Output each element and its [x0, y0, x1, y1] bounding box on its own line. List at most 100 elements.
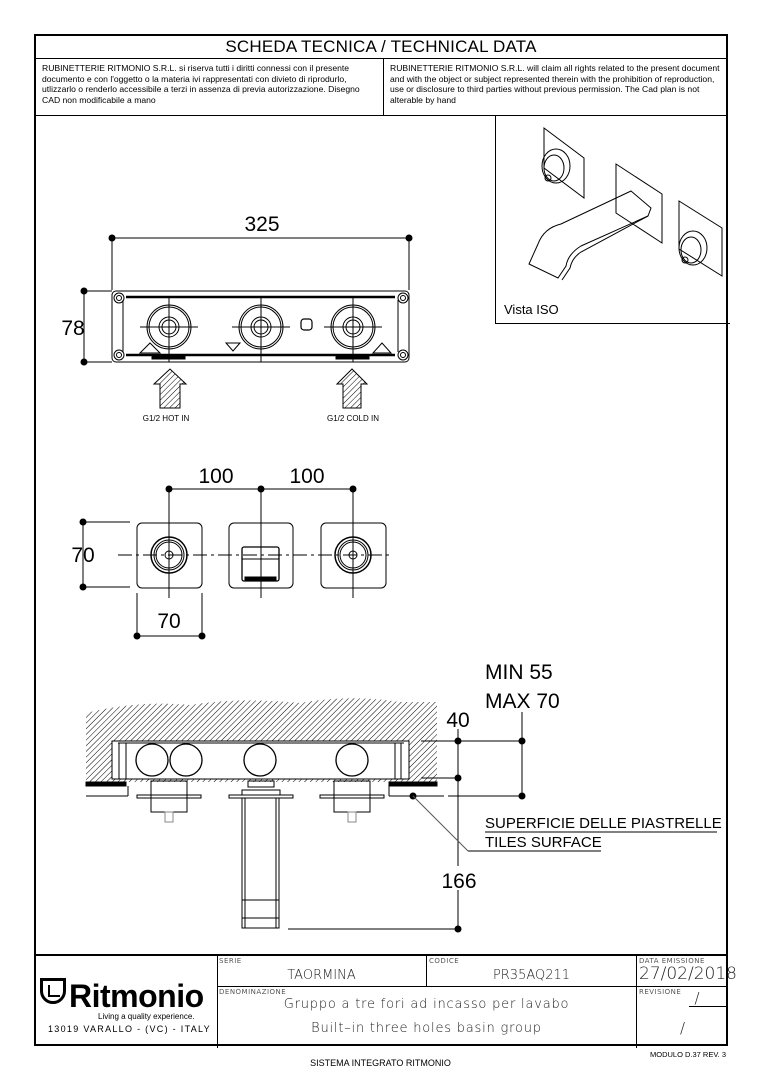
revisione-cell: REVISIONE / / — [637, 987, 728, 1048]
iso-spout-plate — [615, 163, 663, 244]
dimension-dot — [108, 234, 116, 242]
width-dimension-label: 325 — [244, 213, 279, 236]
section-valve-port — [135, 743, 169, 777]
screw-hole-inner — [116, 295, 122, 301]
dimension-dot — [518, 737, 526, 745]
spacing-left-label: 100 — [198, 465, 233, 488]
screw-hole-icon — [113, 349, 125, 361]
section-spout — [241, 797, 280, 929]
serie-cell: SERIE TAORMINA — [217, 956, 427, 987]
codice-label: CODICE — [429, 957, 460, 965]
hot-inlet-arrow-icon — [152, 368, 188, 409]
spout-connector — [247, 780, 275, 788]
cold-inlet-bar — [335, 355, 370, 360]
iso-spout-edge — [561, 215, 649, 281]
screw-hole-icon — [113, 292, 125, 304]
iso-view-drawing — [528, 127, 723, 281]
callout-leader — [412, 795, 469, 852]
iso-view-panel: Vista ISO — [495, 116, 730, 324]
dimension-dot — [518, 792, 526, 800]
cold-valve — [324, 297, 382, 362]
tile-layer-right — [388, 781, 438, 787]
dimension-dot — [454, 774, 462, 782]
section-hot-handle — [150, 780, 188, 813]
iso-right-handle-lever — [681, 256, 689, 264]
company-logo-block: Ritmonio Living a quality experience. 13… — [36, 956, 218, 1048]
company-address: 13019 VARALLO - (VC) - ITALY — [48, 1024, 211, 1034]
revisione-value-bottom: / — [679, 1019, 686, 1037]
iso-left-plate — [543, 127, 585, 199]
dimension-dot — [80, 358, 88, 366]
cold-inlet-arrow-icon — [335, 368, 369, 409]
cold-marker-icon — [371, 342, 393, 354]
technical-sheet: SCHEDA TECNICA / TECHNICAL DATA RUBINETT… — [34, 34, 737, 1048]
section-cold-stem — [347, 811, 357, 823]
screw-hole-inner — [400, 352, 406, 358]
height-dimension-label: 78 — [61, 317, 84, 340]
footer-module: MODULO D.37 REV. 3 — [650, 1050, 726, 1059]
data-emissione-value: 27/02/2018 — [639, 964, 737, 984]
tiles-surface-label-en: TILES SURFACE — [485, 834, 602, 851]
spout-length-label: 166 — [441, 870, 476, 893]
iso-right-handle-inner — [680, 236, 702, 264]
data-emissione-cell: DATA EMISSIONE 27/02/2018 — [637, 956, 737, 987]
codice-cell: CODICE PR35AQ211 — [427, 956, 637, 987]
dimension-dot — [454, 737, 462, 745]
front-view — [80, 234, 413, 409]
denominazione-english: Built–in three holes basin group — [311, 1021, 542, 1036]
plate-height-label: 70 — [71, 544, 94, 567]
serie-label: SERIE — [219, 957, 242, 965]
section-valve-port — [243, 743, 277, 777]
outlet-marker-icon — [224, 342, 242, 352]
iso-left-handle — [541, 148, 571, 184]
denominazione-cell: DENOMINAZIONE Gruppo a tre fori ad incas… — [217, 987, 637, 1048]
depth-min-label: MIN 55 — [485, 661, 553, 684]
denominazione-label: DENOMINAZIONE — [219, 988, 287, 996]
section-hot-stem — [164, 811, 174, 823]
dimension-dot — [80, 287, 88, 295]
revisione-value-top: / — [694, 989, 700, 1007]
codice-value: PR35AQ211 — [492, 968, 571, 983]
ritmonio-logo-icon — [40, 978, 66, 1004]
iso-right-plate — [678, 200, 723, 277]
spout-valve — [232, 297, 290, 362]
dimension-dot — [198, 632, 206, 640]
hot-inlet-label: G1/2 HOT IN — [143, 414, 190, 423]
legal-notice-english: RUBINETTERIE RITMONIO S.R.L. will claim … — [384, 58, 728, 116]
data-emissione-label: DATA EMISSIONE — [639, 957, 705, 965]
iso-spout — [528, 190, 652, 279]
section-cold-handle — [333, 780, 371, 813]
cold-inlet-label: G1/2 COLD IN — [327, 414, 379, 423]
sheet-title: SCHEDA TECNICA / TECHNICAL DATA — [36, 36, 726, 59]
screw-hole-icon — [397, 349, 409, 361]
plate-width-label: 70 — [157, 610, 180, 633]
section-valve-port — [335, 743, 369, 777]
iso-left-handle-inner — [543, 154, 565, 182]
denominazione-italian: Gruppo a tre fori ad incasso per lavabo — [283, 997, 570, 1012]
ritmonio-mark-icon — [300, 318, 313, 331]
depth-max-label: MAX 70 — [485, 690, 560, 713]
section-valve-port — [169, 743, 203, 777]
plate-view — [79, 485, 390, 640]
box-depth-label: 40 — [446, 709, 469, 732]
label-mask — [444, 866, 474, 890]
legal-notice-italian: RUBINETTERIE RITMONIO S.R.L. si riserva … — [36, 58, 384, 116]
iso-left-handle-lever — [544, 174, 552, 182]
dimension-dot — [79, 583, 87, 591]
iso-view-label: Vista ISO — [504, 302, 559, 317]
screw-hole-icon — [397, 292, 409, 304]
revisione-divider — [689, 1006, 728, 1007]
revisione-label: REVISIONE — [639, 988, 682, 996]
screw-hole-inner — [400, 295, 406, 301]
brand-slogan: Living a quality experience. — [98, 1012, 195, 1021]
hot-valve — [140, 297, 198, 362]
hot-inlet-bar — [151, 355, 186, 360]
dimension-dot — [79, 518, 87, 526]
spacing-right-label: 100 — [289, 465, 324, 488]
dimension-dot — [454, 925, 462, 933]
title-block: Ritmonio Living a quality experience. 13… — [36, 954, 737, 1048]
screw-hole-inner — [116, 352, 122, 358]
tiles-surface-label-it: SUPERFICIE DELLE PIASTRELLE — [485, 815, 722, 832]
footer-system: SISTEMA INTEGRATO RITMONIO — [310, 1058, 451, 1068]
